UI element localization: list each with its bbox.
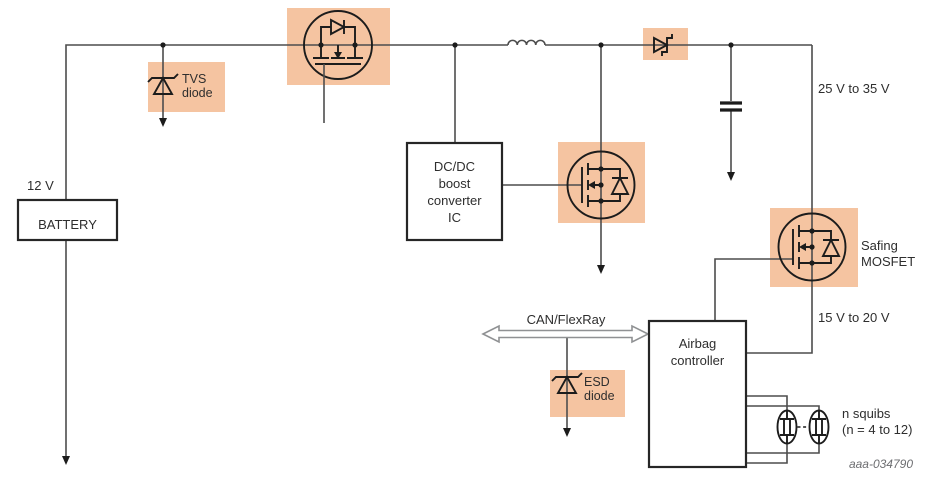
ground-arrow-icon — [597, 265, 605, 274]
safing-mosfet-label-line2: MOSFET — [861, 254, 915, 269]
boost-mosfet-icon — [566, 150, 636, 220]
junction-dot — [160, 42, 166, 48]
squibs-label-line2: (n = 4 to 12) — [842, 422, 912, 437]
battery-box — [16, 198, 119, 242]
airbag-controller-box — [647, 319, 748, 469]
boost-label-line4: IC — [448, 210, 461, 225]
controller-label-line1: Airbag — [679, 336, 717, 351]
inductor-icon — [507, 39, 546, 46]
junction-dot — [728, 42, 734, 48]
boost-label-line1: DC/DC — [434, 159, 475, 174]
ground-arrow-icon — [62, 456, 70, 465]
ground-arrow-icon — [563, 428, 571, 437]
squibs-label-line1: n squibs — [842, 406, 891, 421]
safing-mosfet-icon — [777, 212, 847, 282]
junction-dot — [452, 42, 458, 48]
battery-rail-wire — [65, 44, 508, 200]
ground-arrow-icon — [727, 172, 735, 181]
esd-diode-icon — [551, 372, 583, 394]
tvs-diode-icon — [147, 73, 179, 95]
esd-label-line1: ESD — [584, 375, 610, 389]
high-side-mosfet-icon — [303, 10, 373, 123]
controller-label-line2: controller — [671, 353, 725, 368]
battery-voltage-label: 12 V — [27, 178, 54, 193]
squib-initiator-icon — [812, 410, 826, 444]
squib-initiator-icon — [780, 410, 794, 444]
safing-mosfet-label-line1: Safing — [861, 238, 898, 253]
tvs-label-line2: diode — [182, 86, 213, 100]
junction-dot — [598, 42, 604, 48]
tvs-diode-highlight — [148, 62, 225, 112]
can-bus-label: CAN/FlexRay — [527, 312, 606, 327]
safing-gate-wire — [714, 258, 793, 321]
figure-reference: aaa-034790 — [849, 457, 913, 471]
tvs-label-line1: TVS — [182, 72, 206, 86]
schottky-diode-icon — [653, 34, 673, 56]
boost-label-line2: boost — [439, 176, 471, 191]
can-bus-arrow-icon — [481, 324, 650, 344]
esd-label-line2: diode — [584, 389, 615, 403]
capacitor-icon — [720, 101, 742, 112]
boost-converter-box — [405, 141, 504, 242]
junction-dots — [160, 42, 734, 48]
squib-connectors — [776, 409, 830, 445]
arrows — [62, 118, 735, 465]
ground-arrow-icon — [159, 118, 167, 127]
battery-label: BATTERY — [38, 217, 97, 232]
safing-rail-voltage-label: 15 V to 20 V — [818, 310, 890, 325]
boost-label-line3: converter — [427, 193, 482, 208]
output-rail-wire — [746, 45, 813, 354]
boost-rail-voltage-label: 25 V to 35 V — [818, 81, 890, 96]
